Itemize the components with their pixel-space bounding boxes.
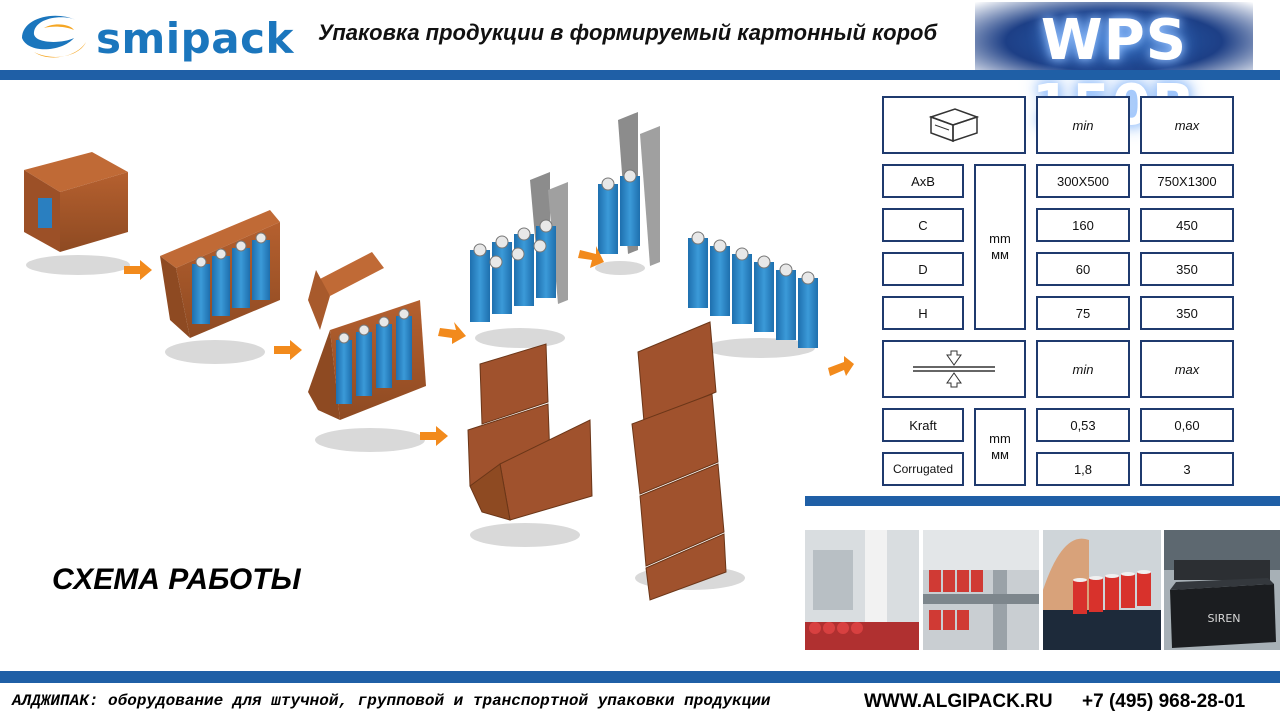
footer-divider [0, 671, 1280, 683]
smipack-logo: smipack [14, 8, 294, 64]
photos-divider [805, 496, 1280, 506]
thickness-icon [913, 350, 995, 388]
material-min-value: 1,8 [1036, 452, 1130, 486]
param-min-value: 75 [1036, 296, 1130, 330]
unit-label: мм [991, 447, 1009, 462]
photo-cans-grouping [923, 530, 1039, 650]
photo-cans-wrapping [1043, 530, 1161, 650]
thickness-max-header: max [1140, 340, 1234, 398]
param-max-value: 350 [1140, 252, 1234, 286]
photo-finished-box: SIREN [1164, 530, 1280, 650]
box-icon [928, 108, 980, 143]
box-closing [160, 210, 280, 338]
flat-cardboard-blank [631, 321, 727, 601]
param-min-value: 60 [1036, 252, 1130, 286]
box-dimensions-icon-cell [882, 96, 1026, 154]
material-min-value: 0,53 [1036, 408, 1130, 442]
param-min-value: 300X500 [1036, 164, 1130, 198]
photo-machine-infeed [805, 530, 919, 650]
model-badge: WPS 150R [975, 2, 1253, 138]
flow-arrows [124, 246, 854, 446]
packing-scheme-diagram [24, 112, 854, 601]
box-brand-label: SIREN [1207, 612, 1240, 625]
material-label: Kraft [882, 408, 964, 442]
footer-company-text: АЛДЖИПАК: оборудование для штучной, груп… [12, 692, 771, 710]
product-row [688, 231, 818, 348]
material-max-value: 0,60 [1140, 408, 1234, 442]
size-unit-cell: mm мм [974, 164, 1026, 330]
photo-strip: SIREN [805, 530, 1280, 650]
size-min-header: min [1036, 96, 1130, 154]
size-max-header: max [1140, 96, 1234, 154]
footer-phone[interactable]: +7 (495) 968-28-01 [1082, 691, 1246, 712]
header-divider [0, 70, 1280, 80]
material-max-value: 3 [1140, 452, 1234, 486]
folding-blank [467, 343, 593, 521]
closed-box [24, 152, 128, 252]
param-label: C [882, 208, 964, 242]
scheme-label: СХЕМА РАБОТЫ [52, 563, 301, 596]
logo-wordmark: smipack [96, 14, 294, 63]
box-open [308, 252, 426, 420]
product-group-pusher [470, 172, 568, 322]
thickness-icon-cell [882, 340, 1026, 398]
param-label: D [882, 252, 964, 286]
spec-table: min max AxB 300X500 750X1300 C 160 450 D… [880, 94, 1240, 490]
param-min-value: 160 [1036, 208, 1130, 242]
upper-pusher [598, 112, 660, 266]
param-label: H [882, 296, 964, 330]
thickness-min-header: min [1036, 340, 1130, 398]
footer-website-link[interactable]: WWW.ALGIPACK.RU [864, 691, 1053, 712]
smipack-swirl-icon [22, 15, 86, 58]
page-title: Упаковка продукции в формируемый картонн… [318, 20, 938, 45]
param-max-value: 350 [1140, 296, 1234, 330]
param-max-value: 750X1300 [1140, 164, 1234, 198]
param-label: AxB [882, 164, 964, 198]
material-label: Corrugated [882, 452, 964, 486]
unit-label: mm [989, 231, 1011, 246]
thickness-unit-cell: mm мм [974, 408, 1026, 486]
unit-label: мм [991, 247, 1009, 262]
param-max-value: 450 [1140, 208, 1234, 242]
unit-label: mm [989, 431, 1011, 446]
